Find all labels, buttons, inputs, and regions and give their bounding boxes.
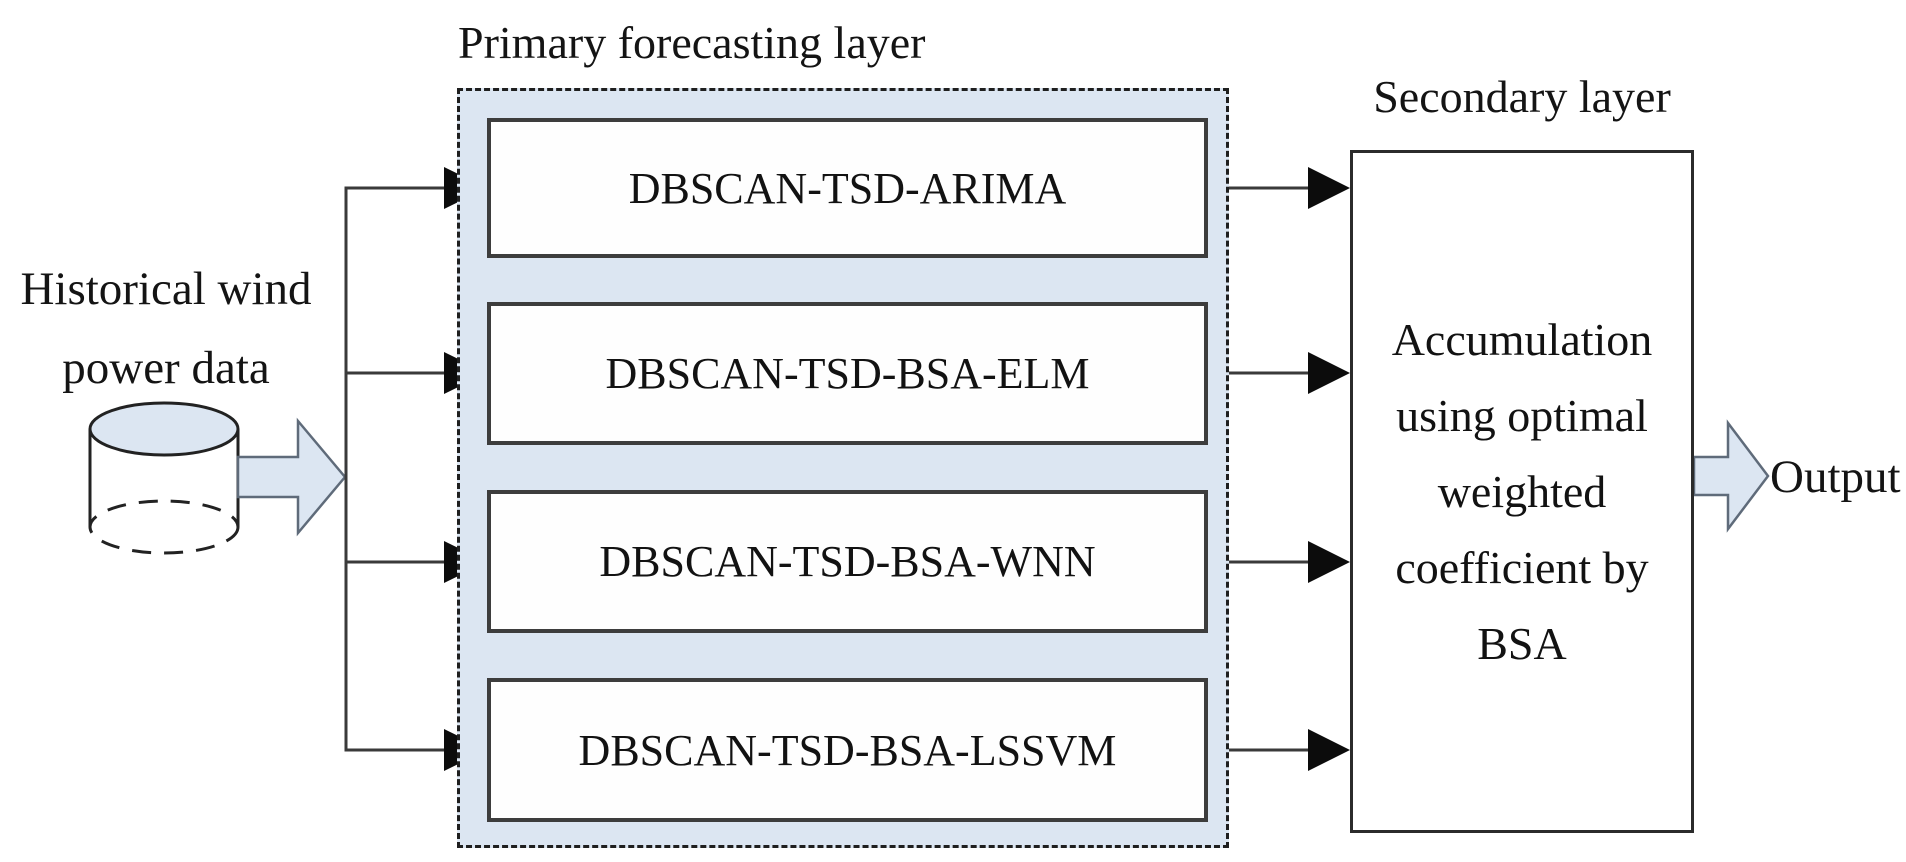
- arrowhead: [1308, 541, 1350, 583]
- secondary-layer-box: Accumulation using optimal weighted coef…: [1350, 150, 1694, 833]
- primary-layer-title: Primary forecasting layer: [458, 17, 926, 68]
- database-cylinder-icon: [88, 401, 240, 555]
- historical-data-label: Historical wind power data: [20, 263, 312, 394]
- model-to-secondary-arrow-elm: [1208, 352, 1350, 394]
- arrowhead: [1308, 729, 1350, 771]
- secondary-layer-title: Secondary layer: [1373, 71, 1671, 122]
- model-box-arima: DBSCAN-TSD-ARIMA: [487, 118, 1208, 258]
- model-to-secondary-arrow-arima: [1208, 167, 1350, 209]
- arrowhead: [1308, 167, 1350, 209]
- cylinder-top-face: [88, 401, 240, 457]
- model-box-elm: DBSCAN-TSD-BSA-ELM: [487, 302, 1208, 445]
- output-block-arrow: [1692, 419, 1770, 533]
- model-box-lssvm: DBSCAN-TSD-BSA-LSSVM: [487, 678, 1208, 822]
- arrowhead: [1308, 352, 1350, 394]
- model-box-wnn: DBSCAN-TSD-BSA-WNN: [487, 490, 1208, 633]
- source-block-arrow: [236, 417, 347, 537]
- model-to-secondary-arrow-lssvm: [1208, 729, 1350, 771]
- model-to-secondary-arrow-wnn: [1208, 541, 1350, 583]
- output-label: Output: [1770, 451, 1901, 503]
